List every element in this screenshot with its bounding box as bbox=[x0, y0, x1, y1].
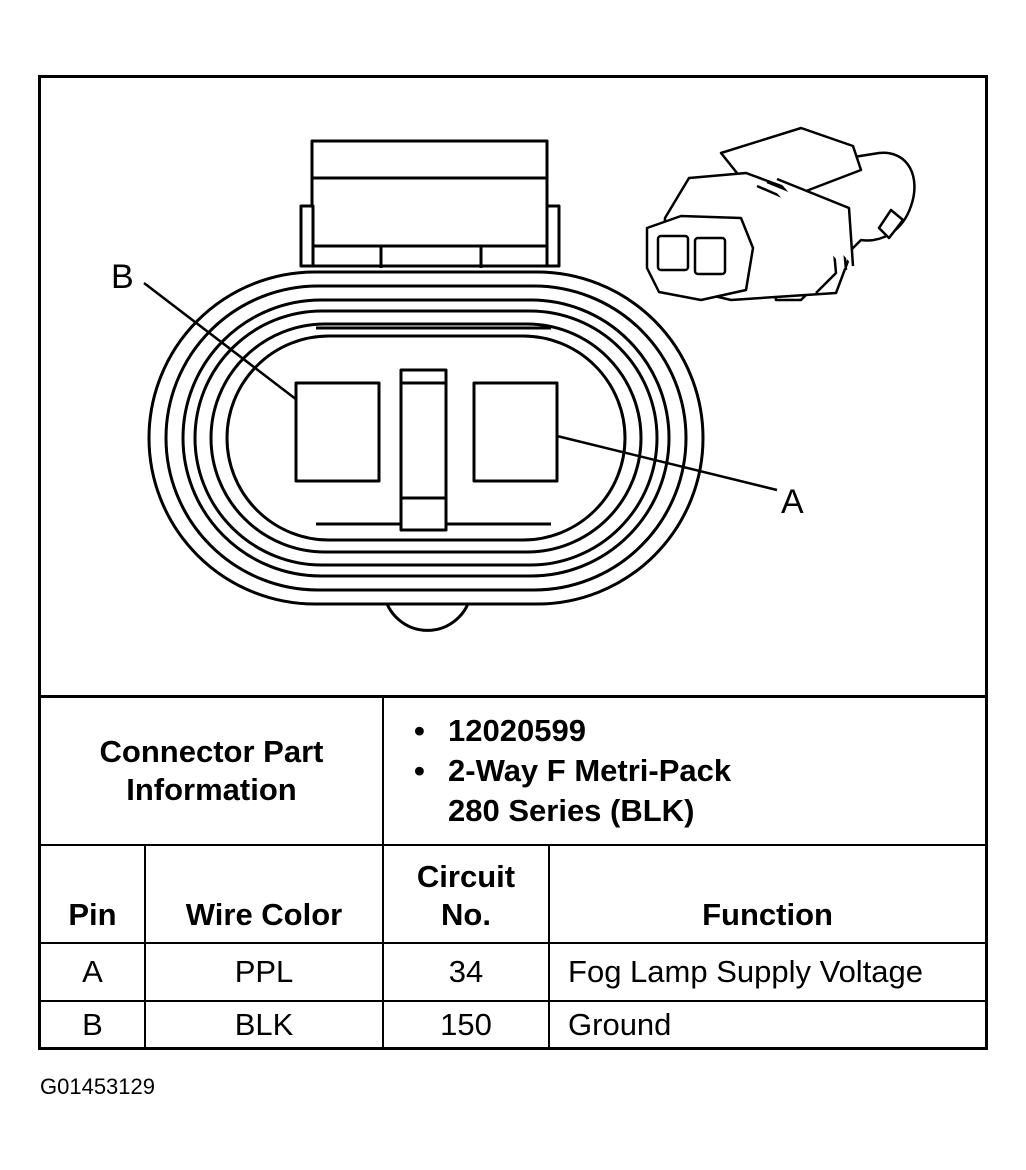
connector-part-label: Connector Part Information bbox=[41, 695, 385, 846]
connector-part-details: 12020599 2-Way F Metri-Pack 280 Series (… bbox=[382, 695, 986, 846]
leader-line-b bbox=[143, 282, 298, 401]
connector-part-row: Connector Part Information 12020599 2-Wa… bbox=[41, 695, 986, 846]
leader-line-a bbox=[556, 434, 778, 492]
pin-cell: A bbox=[41, 941, 146, 1002]
wire-color-cell: BLK bbox=[143, 999, 385, 1049]
header-wire-color: Wire Color bbox=[143, 843, 385, 944]
figure-id: G01453129 bbox=[40, 1074, 155, 1099]
center-key bbox=[399, 368, 448, 532]
header-function: Function bbox=[548, 843, 986, 944]
part-number: 12020599 bbox=[414, 711, 985, 751]
wire-color-cell: PPL bbox=[143, 941, 385, 1002]
function-cell: Fog Lamp Supply Voltage bbox=[548, 941, 986, 1002]
terminal-cavity-a bbox=[472, 381, 559, 483]
connector-face-drawing: B A bbox=[111, 126, 916, 632]
part-details-list: 12020599 2-Way F Metri-Pack 280 Series (… bbox=[384, 711, 985, 831]
table-row: A PPL 34 Fog Lamp Supply Voltage bbox=[41, 941, 986, 1002]
circuit-cell: 150 bbox=[382, 999, 551, 1049]
header-pin: Pin bbox=[41, 843, 146, 944]
connector-perspective-view bbox=[645, 126, 916, 302]
table-row: B BLK 150 Ground bbox=[41, 999, 986, 1049]
part-description: 2-Way F Metri-Pack 280 Series (BLK) bbox=[414, 751, 985, 831]
circuit-cell: 34 bbox=[382, 941, 551, 1002]
pin-cell: B bbox=[41, 999, 146, 1049]
label-a: A bbox=[781, 483, 804, 521]
connector-info-table: Connector Part Information 12020599 2-Wa… bbox=[41, 695, 986, 1049]
header-circuit-no: Circuit No. bbox=[382, 843, 551, 944]
function-cell: Ground bbox=[548, 999, 986, 1049]
label-b: B bbox=[111, 258, 134, 296]
pin-table-header-row: Pin Wire Color Circuit No. Function bbox=[41, 843, 986, 944]
locking-tab bbox=[299, 139, 561, 268]
terminal-cavity-b bbox=[294, 381, 381, 483]
diagram-frame: B A Connector Part Info bbox=[38, 75, 988, 1050]
